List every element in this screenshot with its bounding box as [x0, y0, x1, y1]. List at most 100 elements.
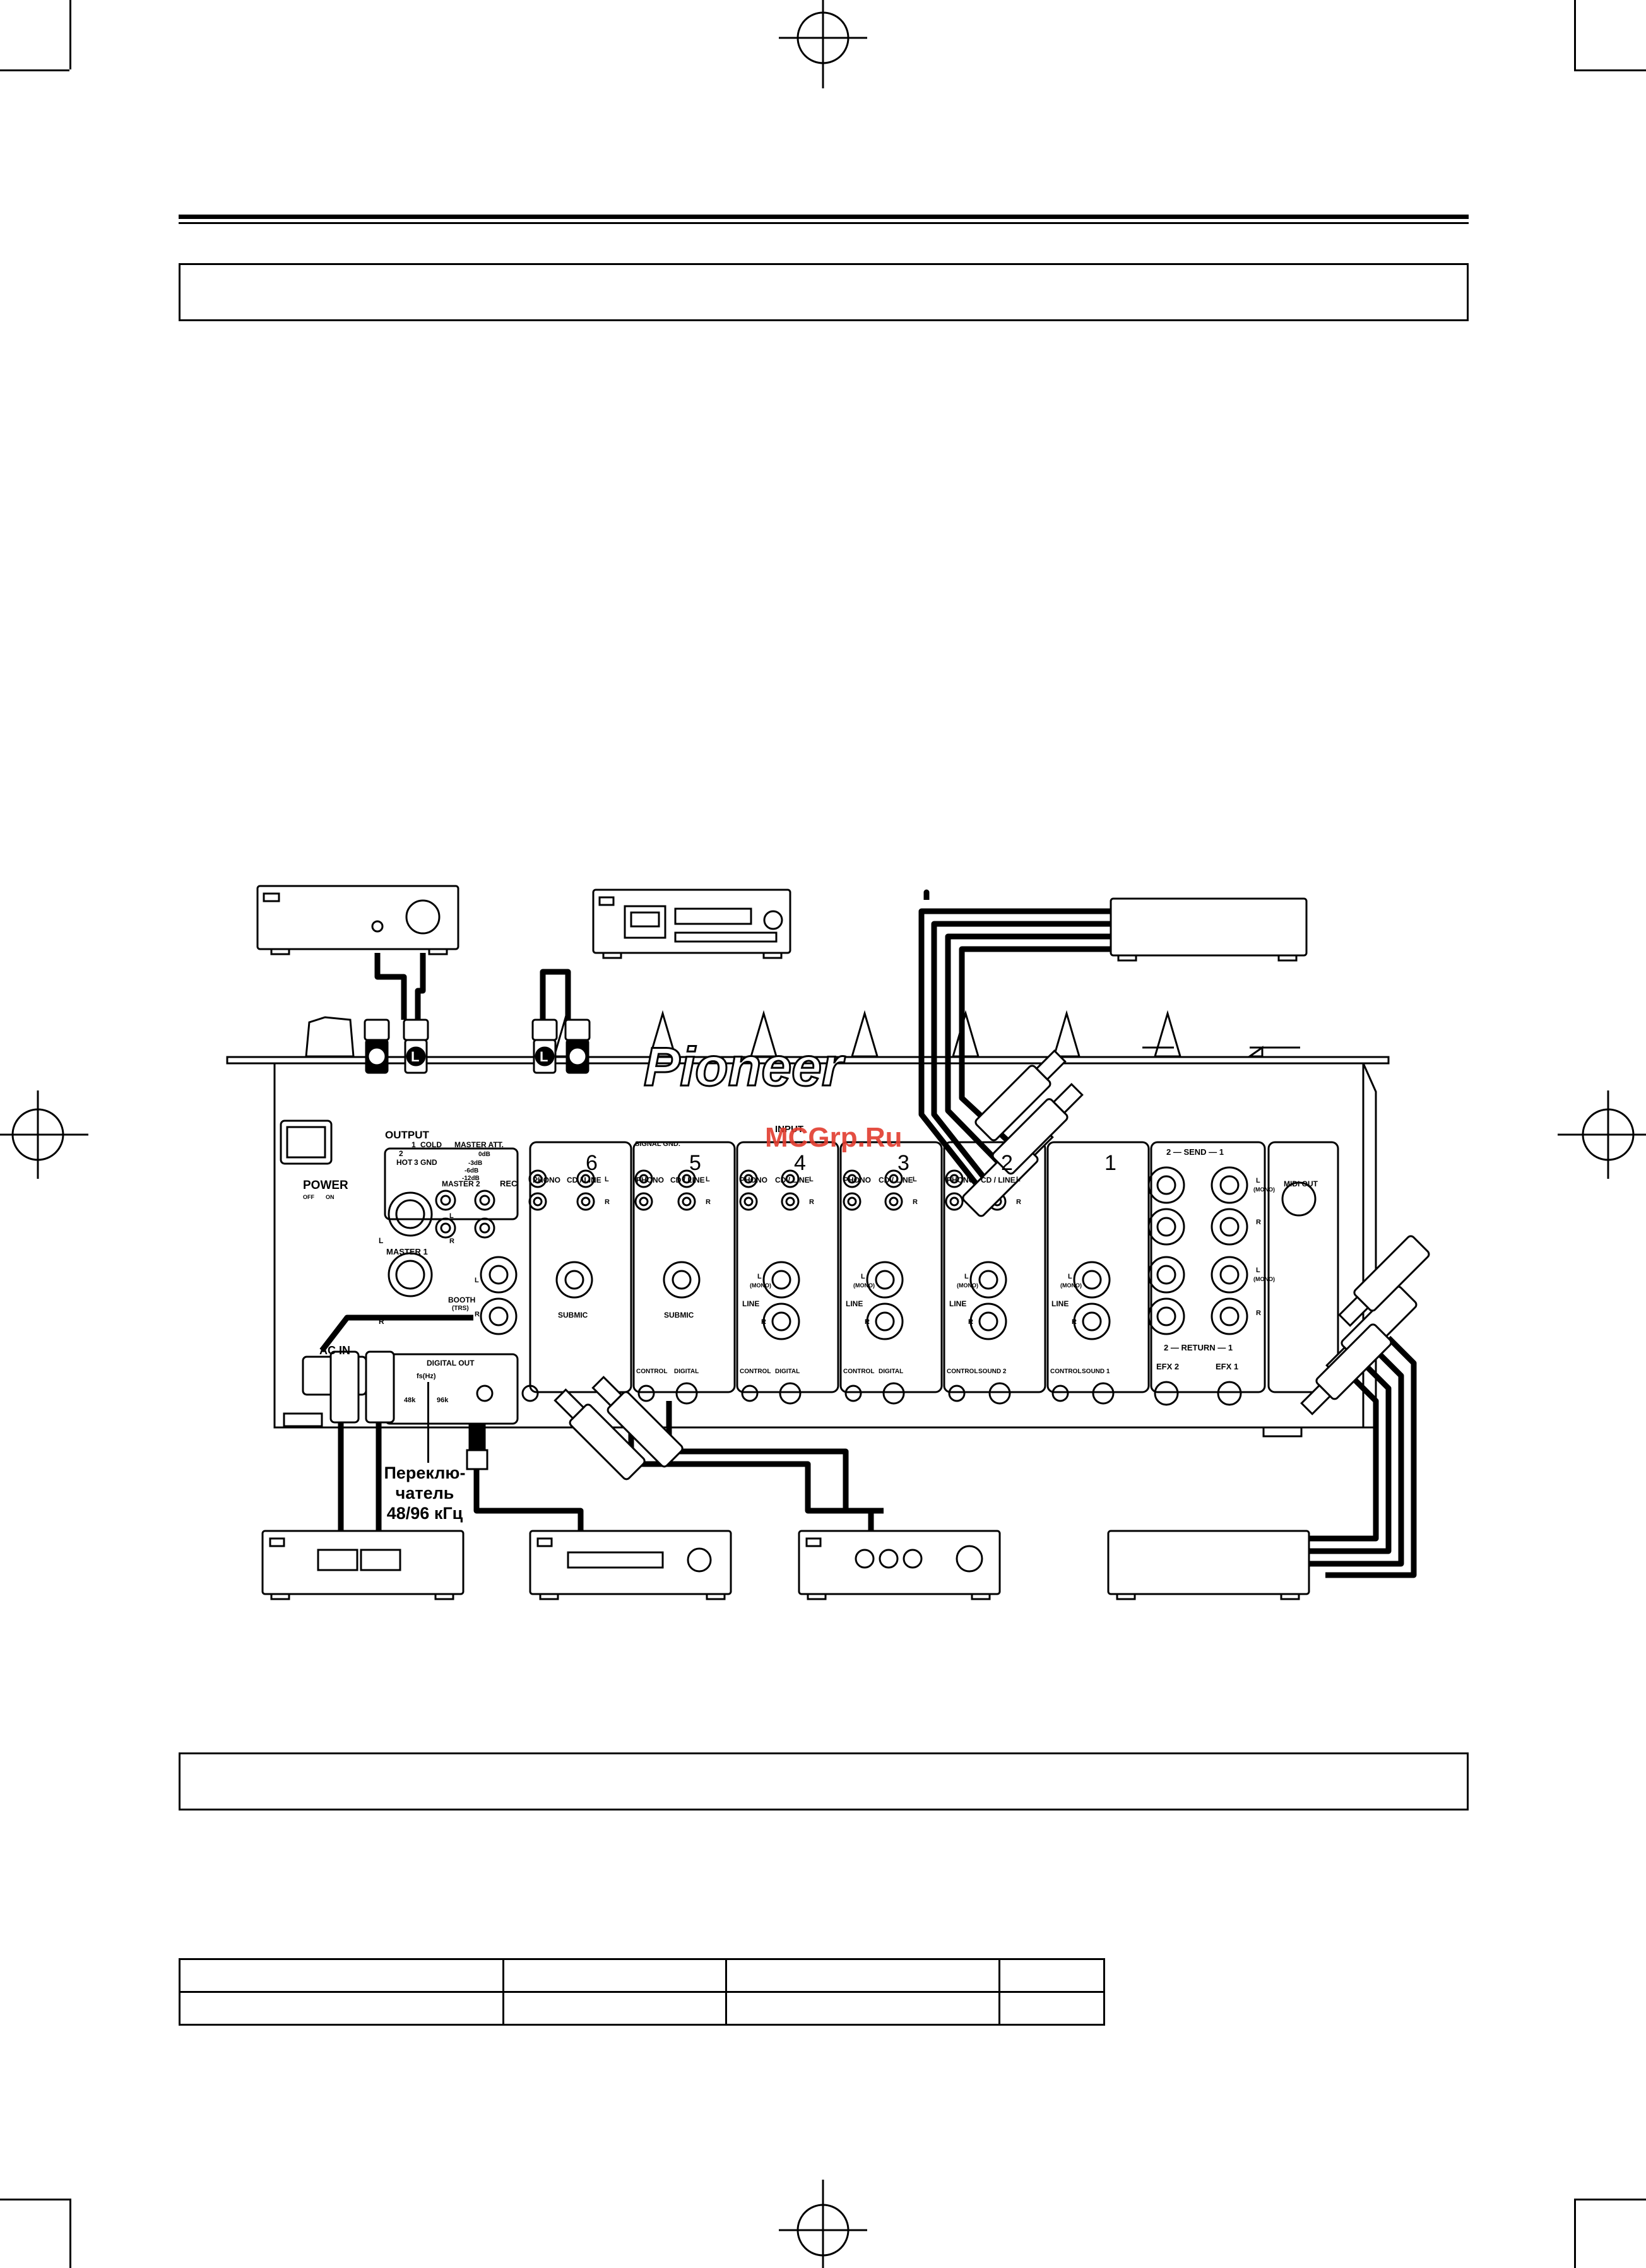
svg-text:HOT: HOT	[396, 1158, 413, 1167]
svg-text:PHONO: PHONO	[636, 1176, 664, 1184]
svg-text:L: L	[540, 1049, 548, 1065]
header-rule-thick	[179, 215, 1469, 219]
svg-text:CD / LINE: CD / LINE	[879, 1176, 913, 1184]
registration-mark-left	[0, 1090, 88, 1179]
table-cell	[179, 1991, 504, 2026]
svg-text:CONTROL: CONTROL	[740, 1368, 771, 1375]
recorder-device-bottom-1	[261, 1530, 465, 1600]
svg-text:(MONO): (MONO)	[1253, 1276, 1275, 1282]
crop-mark-bl-h	[0, 2199, 69, 2200]
table-cell	[725, 1991, 1000, 2026]
svg-text:CD / LINE: CD / LINE	[775, 1176, 810, 1184]
crop-mark-br-v	[1574, 2199, 1576, 2268]
cassette-deck-device	[592, 889, 791, 959]
effector-device-top	[1110, 897, 1308, 962]
svg-text:2: 2	[1001, 1151, 1013, 1175]
svg-text:L: L	[475, 1277, 479, 1284]
section-title-box	[179, 263, 1469, 321]
caption-line-3: 48/96 кГц	[386, 1504, 463, 1523]
plug-l-label: L	[411, 1049, 419, 1065]
svg-text:R: R	[572, 1049, 582, 1065]
svg-text:L: L	[809, 1176, 814, 1183]
svg-text:PHONO: PHONO	[740, 1176, 767, 1184]
svg-text:DIGITAL: DIGITAL	[674, 1368, 699, 1375]
svg-text:CONTROL: CONTROL	[636, 1368, 667, 1375]
svg-text:DIGITAL: DIGITAL	[775, 1368, 800, 1375]
svg-text:3: 3	[897, 1151, 909, 1175]
table-row	[179, 1991, 1105, 2026]
svg-text:6: 6	[586, 1151, 598, 1175]
section-title-box-2	[179, 1752, 1469, 1810]
svg-text:96k: 96k	[437, 1397, 449, 1404]
svg-text:CD / LINE: CD / LINE	[981, 1176, 1015, 1184]
power-label: POWER	[303, 1179, 348, 1192]
ac-in-label: AC IN	[319, 1344, 350, 1357]
effector-device-bottom	[1107, 1530, 1310, 1600]
svg-text:OFF: OFF	[303, 1194, 314, 1200]
efx2-label: EFX 2	[1156, 1362, 1179, 1371]
output-label: OUTPUT	[385, 1129, 430, 1141]
brand-logo: Pioneer	[644, 1037, 846, 1097]
crop-mark-tr-v	[1574, 0, 1576, 69]
table-row	[179, 1958, 1105, 1993]
svg-text:1: 1	[1104, 1151, 1116, 1175]
crop-mark-tl-h	[0, 69, 69, 71]
svg-text:3: 3	[414, 1158, 418, 1167]
svg-text:PHONO: PHONO	[947, 1176, 974, 1184]
caption-line-2: чатель	[395, 1484, 454, 1503]
svg-text:48k: 48k	[404, 1397, 416, 1404]
svg-text:R: R	[913, 1198, 918, 1206]
svg-text:2: 2	[399, 1149, 403, 1158]
svg-text:L: L	[861, 1273, 865, 1280]
table-cell	[998, 1958, 1105, 1993]
svg-text:LINE: LINE	[846, 1299, 863, 1308]
svg-text:ON: ON	[326, 1194, 335, 1200]
phone-jacks	[480, 1166, 1248, 1340]
svg-text:CD / LINE: CD / LINE	[670, 1176, 705, 1184]
svg-text:L: L	[1068, 1273, 1072, 1280]
return-label: 2 — RETURN — 1	[1164, 1343, 1233, 1352]
svg-text:MASTER 2: MASTER 2	[442, 1179, 480, 1188]
crop-mark-tr-h	[1574, 69, 1646, 71]
svg-text:CONTROL: CONTROL	[947, 1368, 978, 1375]
table-cell	[179, 1958, 504, 1993]
svg-text:-12dB: -12dB	[462, 1175, 480, 1182]
svg-text:(MONO): (MONO)	[1060, 1282, 1082, 1289]
svg-text:CONTROL: CONTROL	[1050, 1368, 1081, 1375]
svg-text:R: R	[605, 1198, 610, 1206]
send-label: 2 — SEND — 1	[1166, 1147, 1224, 1157]
svg-text:R: R	[475, 1311, 480, 1318]
svg-text:0dB: 0dB	[478, 1151, 490, 1158]
svg-text:-3dB: -3dB	[468, 1160, 482, 1167]
svg-text:L: L	[757, 1273, 762, 1280]
mixer-rear-panel	[226, 1010, 1390, 1438]
svg-text:L: L	[449, 1212, 454, 1220]
svg-text:R: R	[706, 1198, 711, 1206]
svg-text:PHONO: PHONO	[843, 1176, 871, 1184]
svg-text:SUBMIC: SUBMIC	[664, 1311, 694, 1320]
svg-text:R: R	[1256, 1219, 1261, 1226]
rca-jacks	[435, 1169, 1007, 1239]
svg-text:R: R	[761, 1318, 766, 1326]
svg-text:L: L	[913, 1176, 917, 1183]
amplifier-device-bottom-3	[798, 1530, 1001, 1600]
svg-text:-6dB: -6dB	[465, 1167, 478, 1174]
svg-text:L: L	[1256, 1177, 1260, 1184]
svg-text:DIGITAL: DIGITAL	[879, 1368, 903, 1375]
caption-leader-line	[427, 1382, 429, 1463]
svg-text:LINE: LINE	[949, 1299, 966, 1308]
efx1-label: EFX 1	[1216, 1362, 1238, 1371]
svg-text:BOOTH: BOOTH	[448, 1296, 475, 1304]
svg-text:SOUND 1: SOUND 1	[1082, 1368, 1110, 1375]
xlr-connectors	[388, 1181, 1317, 1297]
svg-text:R: R	[449, 1237, 454, 1245]
svg-text:L: L	[605, 1176, 609, 1183]
spec-table	[179, 1958, 1105, 2026]
midi-out-label: MIDI OUT	[1284, 1179, 1318, 1188]
svg-text:REC: REC	[500, 1179, 518, 1188]
svg-text:(TRS): (TRS)	[452, 1305, 469, 1312]
svg-text:(MONO): (MONO)	[750, 1282, 771, 1289]
table-cell	[502, 1958, 727, 1993]
watermark: MCGrp.Ru	[765, 1122, 903, 1153]
svg-text:(MONO): (MONO)	[853, 1282, 875, 1289]
